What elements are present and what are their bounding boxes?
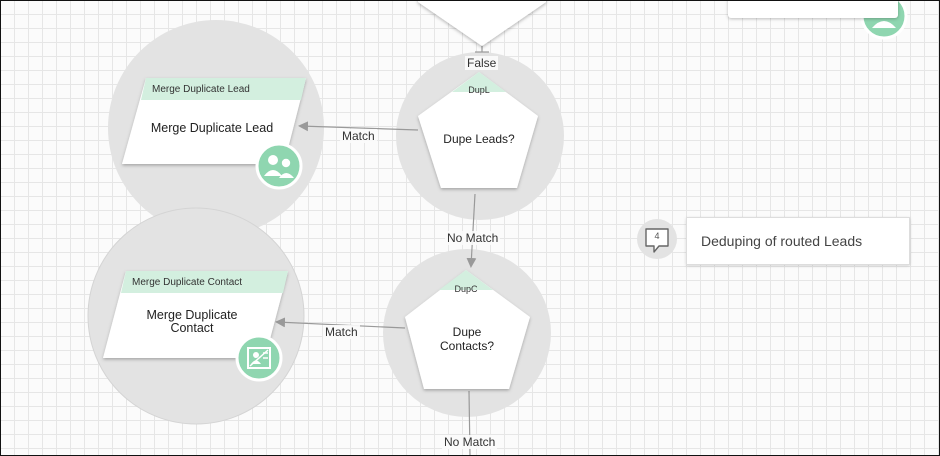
connector-dupe-leads-no-match bbox=[466, 193, 477, 268]
merge-lead-title: Merge Duplicate Lead bbox=[150, 121, 274, 135]
dupe-contacts-tag: DupC bbox=[454, 284, 478, 294]
dupe-contacts-no-match-label: No Match bbox=[442, 435, 498, 449]
merge-contact-tag: Merge Duplicate Contact bbox=[132, 277, 243, 288]
dupe-contacts-match-label: Match bbox=[323, 325, 360, 339]
merge-contact-title-line1: Merge Duplicate bbox=[146, 308, 238, 322]
comment-icon bbox=[645, 228, 669, 253]
merge-people-icon bbox=[255, 142, 303, 190]
dupe-leads-node[interactable] bbox=[418, 72, 538, 188]
dupe-contacts-node[interactable] bbox=[405, 270, 530, 389]
merge-lead-node[interactable] bbox=[122, 78, 306, 164]
note-count: 4 bbox=[654, 231, 660, 241]
merge-lead-tag: Merge Duplicate Lead bbox=[152, 84, 250, 95]
merge-contact-title-line2: Contact bbox=[170, 321, 214, 335]
merge-contact-card-icon bbox=[235, 334, 283, 382]
dupe-leads-title: Dupe Leads? bbox=[443, 132, 515, 146]
top-decision-node[interactable] bbox=[418, 0, 546, 46]
merge-contact-node[interactable] bbox=[103, 271, 288, 358]
dupe-contacts-title-line2: Contacts? bbox=[439, 339, 495, 353]
dupe-leads-match-label: Match bbox=[340, 129, 377, 143]
note-text: Deduping of routed Leads bbox=[701, 233, 863, 249]
top-right-node[interactable] bbox=[728, 0, 898, 18]
dupe-contacts-title-line1: Dupe bbox=[452, 325, 482, 339]
dupe-leads-tag: DupL bbox=[468, 85, 490, 95]
false-branch-label: False bbox=[465, 56, 499, 70]
connector-dupe-leads-match bbox=[298, 121, 419, 132]
dupe-leads-no-match-label: No Match bbox=[445, 231, 501, 245]
note-card[interactable]: Deduping of routed Leads bbox=[686, 217, 910, 265]
